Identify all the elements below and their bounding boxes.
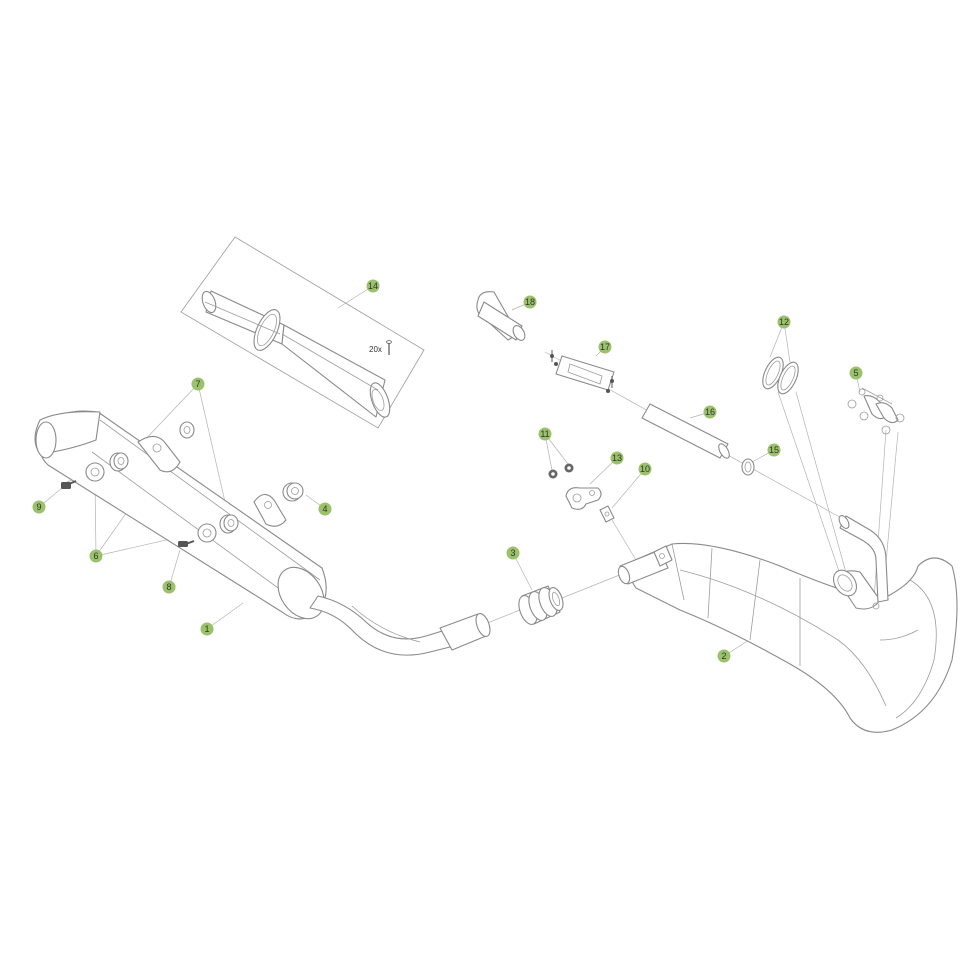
bracket — [550, 350, 615, 393]
callout-label: 8 — [166, 582, 171, 592]
rubber-damper — [599, 505, 615, 523]
callout-label: 1 — [204, 624, 209, 634]
silencer-packing-kit: 20x — [180, 236, 425, 429]
callout-17: 17 — [598, 340, 612, 354]
callout-10: 10 — [638, 462, 652, 476]
callout-label: 5 — [853, 368, 858, 378]
callout-label: 12 — [779, 317, 789, 327]
connecting-seal — [518, 585, 564, 625]
callout-1: 1 — [200, 622, 214, 636]
silencer-mount-hardware — [61, 421, 304, 547]
callout-18: 18 — [523, 295, 537, 309]
callout-label: 16 — [705, 407, 715, 417]
grommet — [282, 482, 304, 502]
callout-3: 3 — [506, 546, 520, 560]
callout-16: 16 — [703, 405, 717, 419]
callout-label: 2 — [721, 651, 726, 661]
callout-label: 9 — [36, 502, 41, 512]
callout-11: 11 — [538, 427, 552, 441]
callout-label: 10 — [640, 464, 650, 474]
callout-4: 4 — [318, 502, 332, 516]
callout-9: 9 — [32, 500, 46, 514]
callout-13: 13 — [610, 451, 624, 465]
callout-label: 13 — [612, 453, 622, 463]
screw-bottom — [178, 540, 195, 547]
silencer — [34, 410, 491, 656]
springs — [847, 387, 905, 435]
rivet-icon — [386, 340, 392, 355]
callout-label: 11 — [540, 429, 549, 439]
gaskets — [762, 356, 799, 395]
callout-label: 15 — [769, 445, 779, 455]
callout-label: 18 — [525, 297, 535, 307]
callout-7: 7 — [191, 377, 205, 391]
clamp-bracket — [565, 487, 602, 510]
sleeve — [741, 458, 755, 476]
kit-quantity-label: 20x — [369, 345, 382, 354]
nuts — [548, 463, 574, 479]
callout-12: 12 — [777, 315, 791, 329]
callout-label: 3 — [510, 548, 515, 558]
callout-5: 5 — [849, 366, 863, 380]
exhaust-pipe — [617, 515, 958, 733]
callout-label: 4 — [322, 504, 327, 514]
callout-15: 15 — [767, 443, 781, 457]
callout-8: 8 — [162, 580, 176, 594]
callout-label: 6 — [93, 551, 98, 561]
callout-14: 14 — [366, 279, 380, 293]
screw-side — [61, 480, 77, 489]
callout-label: 17 — [600, 342, 610, 352]
callout-label: 7 — [195, 379, 200, 389]
elbow-hose — [476, 291, 526, 341]
callout-label: 14 — [368, 281, 378, 291]
tube — [641, 403, 730, 459]
callout-6: 6 — [89, 549, 103, 563]
callout-2: 2 — [717, 649, 731, 663]
